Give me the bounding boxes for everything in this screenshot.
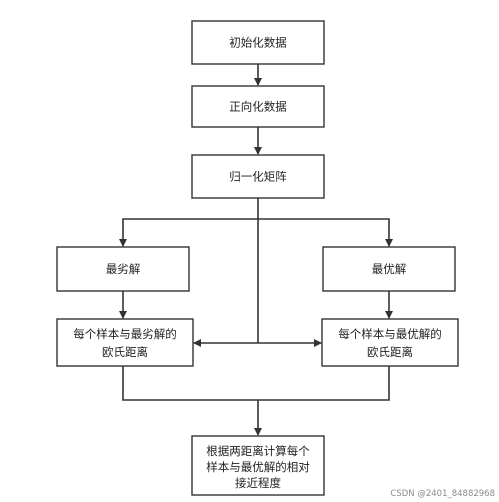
label-init-data: 初始化数据 — [229, 36, 287, 50]
box-positive-data — [191, 85, 325, 128]
label-result-line2: 样本与最优解的相对 — [206, 460, 310, 474]
box-normalize-matrix — [191, 154, 325, 199]
box-init-data — [191, 20, 325, 65]
label-dist-best-line1: 每个样本与最优解的 — [338, 327, 442, 341]
box-dist-best — [321, 318, 459, 367]
labels: 初始化数据 正向化数据 归一化矩阵 最劣解 最优解 每个样本与最劣解的 欧氏距离… — [73, 36, 442, 491]
label-dist-worst-line1: 每个样本与最劣解的 — [73, 327, 177, 341]
label-result-line3: 接近程度 — [235, 476, 281, 490]
arrow-normalize-to-worst — [119, 218, 258, 247]
box-best-solution — [322, 246, 456, 292]
boxes — [56, 20, 459, 496]
label-dist-best-line2: 欧氏距离 — [367, 345, 413, 359]
box-dist-worst — [56, 318, 194, 367]
watermark: CSDN @2401_84882968 — [390, 489, 495, 499]
line-dist-worst-to-merge — [122, 366, 258, 401]
line-dist-best-to-merge — [258, 366, 390, 401]
label-positive-data: 正向化数据 — [229, 100, 287, 114]
label-worst-solution: 最劣解 — [106, 262, 141, 276]
label-best-solution: 最优解 — [372, 262, 407, 276]
label-normalize-matrix: 归一化矩阵 — [229, 170, 287, 184]
connectors — [119, 64, 393, 436]
arrow-normalize-to-best — [258, 218, 393, 247]
label-dist-worst-line2: 欧氏距离 — [102, 345, 148, 359]
box-result — [191, 435, 325, 496]
box-worst-solution — [56, 246, 190, 292]
label-result-line1: 根据两距离计算每个 — [206, 444, 310, 458]
